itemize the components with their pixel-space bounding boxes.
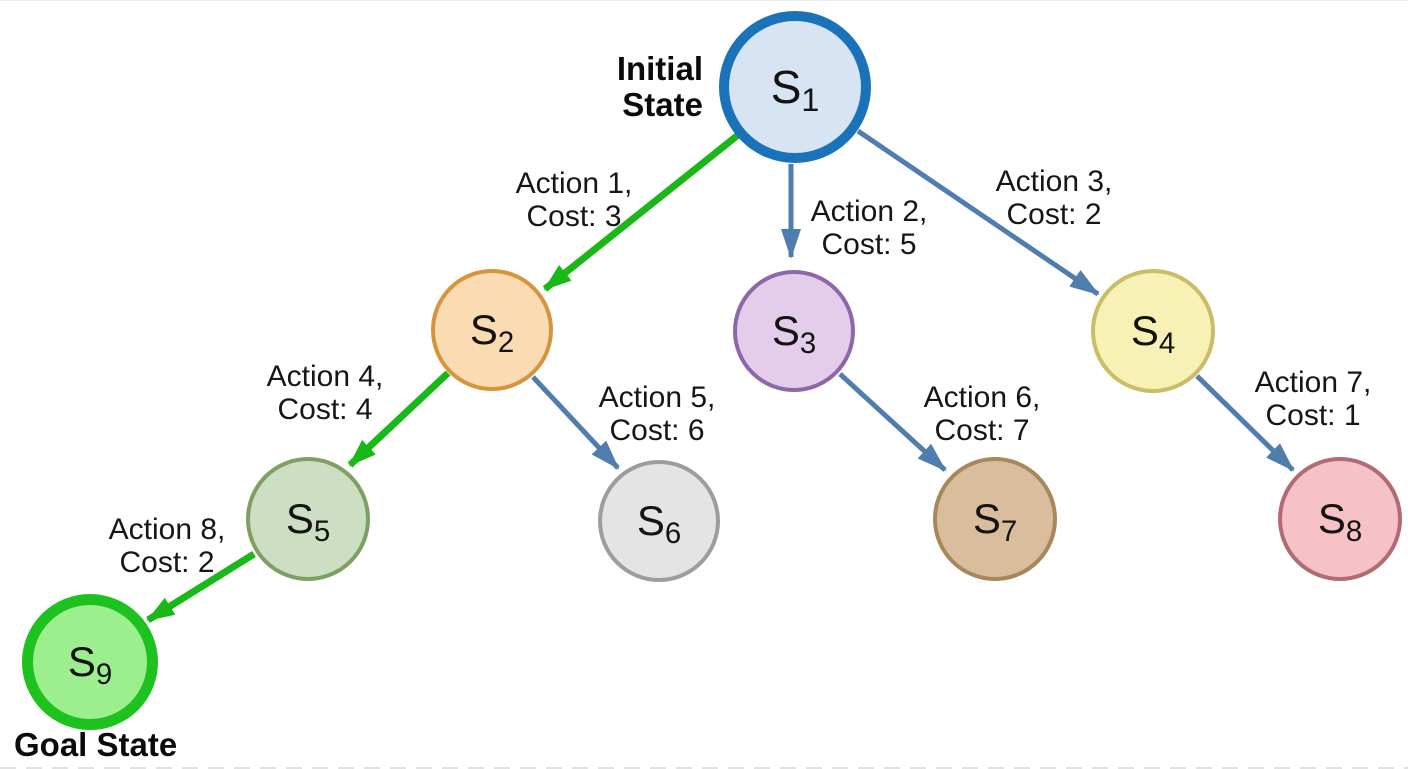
edge-cost-text: Cost: 2 [119,546,215,579]
edge-cost-text: Cost: 2 [1006,198,1102,231]
label-sub: 7 [1000,514,1018,548]
label-sub: 8 [1345,514,1363,548]
edge-action-text: Action 8, [108,513,226,546]
edge-action-text: Action 3, [995,165,1113,198]
edge-cost-text: Cost: 5 [821,228,917,261]
label-base: S [770,61,802,113]
initial-state-line2: State [622,86,703,123]
initial-state-line1: Initial [616,50,703,87]
edge-action-text: Action 4, [266,360,384,393]
edge-action-text: Action 2, [810,195,928,228]
edge-cost-text: Cost: 1 [1265,399,1361,432]
label-base: S [67,638,96,685]
edge-s1-s2 [542,132,741,292]
edge-s2-s6 [531,375,620,470]
label-sub: 2 [497,325,515,359]
label-sub: 6 [664,516,682,550]
label-sub: 5 [313,514,331,548]
edge-cost-text: Cost: 6 [609,414,705,447]
label-base: S [972,495,1001,542]
edge-label-action-6: Action 6, Cost: 7 [924,381,1041,447]
edge-cost-text: Cost: 4 [277,393,373,426]
edge-label-action-2: Action 2, Cost: 5 [811,195,928,261]
label-base: S [771,307,800,354]
edge-label-action-8: Action 8, Cost: 2 [109,513,226,579]
edge-cost-text: Cost: 7 [934,414,1030,447]
label-base: S [1130,307,1159,354]
label-sub: 1 [801,82,820,119]
edge-action-text: Action 1, [515,167,633,200]
goal-state-annotation: Goal State [14,726,178,763]
edge-cost-text: Cost: 3 [526,200,622,233]
edge-label-action-4: Action 4, Cost: 4 [267,360,384,426]
label-sub: 3 [799,326,817,360]
edge-s3-s7 [838,372,947,472]
initial-state-annotation: Initial State [617,51,703,123]
edge-s5-s9 [146,551,256,623]
edge-label-action-5: Action 5, Cost: 6 [599,381,716,447]
label-base: S [285,495,314,542]
edge-s2-s5 [347,370,451,468]
label-base: S [636,497,665,544]
edge-s4-s8 [1195,374,1295,472]
label-sub: 4 [1158,326,1176,360]
label-sub: 9 [95,657,113,691]
label-base: S [1317,495,1346,542]
edge-label-action-7: Action 7, Cost: 1 [1255,366,1372,432]
edge-action-text: Action 7, [1254,366,1372,399]
edge-action-text: Action 5, [598,381,716,414]
edge-action-text: Action 6, [923,381,1041,414]
edge-label-action-1: Action 1, Cost: 3 [516,167,633,233]
label-base: S [469,306,498,353]
edge-s1-s4 [856,128,1100,297]
edge-label-action-3: Action 3, Cost: 2 [996,165,1113,231]
